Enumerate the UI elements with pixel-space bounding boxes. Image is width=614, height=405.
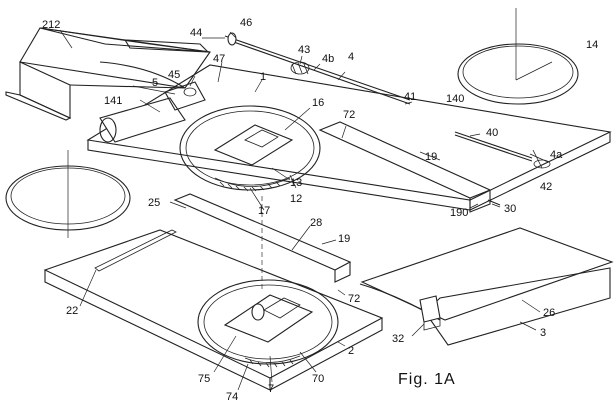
label-28: 28 [310, 217, 322, 229]
label-7: 7 [268, 383, 274, 395]
label-4: 4 [348, 51, 354, 63]
rod-40 [454, 131, 551, 169]
label-19-upper: 19 [425, 151, 437, 163]
turntable-upper [179, 105, 321, 192]
label-46: 46 [240, 17, 252, 29]
turntable-lower [197, 279, 339, 368]
label-3: 3 [540, 327, 546, 339]
label-72-upper: 72 [343, 109, 355, 121]
label-72-lower: 72 [348, 293, 360, 305]
label-44: 44 [190, 27, 202, 39]
label-17: 17 [258, 205, 270, 217]
label-30: 30 [504, 203, 516, 215]
label-190: 190 [450, 207, 468, 219]
base-plate-1 [86, 64, 612, 211]
label-40: 40 [486, 127, 498, 139]
rail-19-lower [173, 193, 352, 283]
tray-212 [5, 27, 211, 121]
label-5: 5 [152, 77, 158, 89]
label-26: 26 [543, 307, 555, 319]
label-4a: 4a [550, 149, 563, 161]
label-1: 1 [260, 71, 266, 83]
label-14: 14 [586, 39, 598, 51]
sheet-26 [359, 227, 614, 346]
label-32: 32 [392, 333, 404, 345]
label-13: 13 [290, 177, 302, 189]
label-4b: 4b [322, 53, 334, 65]
label-47: 47 [213, 53, 225, 65]
shaft-4 [224, 32, 411, 105]
label-41: 41 [404, 91, 416, 103]
label-43: 43 [298, 44, 310, 56]
label-75: 75 [198, 373, 210, 385]
reference-numerals: 212 44 46 47 43 4 4b 14 140 5 45 1 141 1… [42, 17, 598, 403]
label-70: 70 [312, 373, 324, 385]
label-22: 22 [66, 305, 78, 317]
leader-lines [59, 29, 541, 391]
figure-caption: Fig. 1A [398, 371, 456, 388]
ring-left [5, 150, 131, 238]
label-25: 25 [148, 197, 160, 209]
label-74: 74 [226, 391, 238, 403]
clip-32 [419, 295, 441, 331]
label-16: 16 [312, 97, 324, 109]
label-212: 212 [42, 19, 60, 31]
label-19-lower: 19 [338, 233, 350, 245]
label-12: 12 [290, 193, 302, 205]
base-plate-2 [43, 229, 384, 391]
label-141: 141 [104, 95, 122, 107]
label-42: 42 [540, 181, 552, 193]
label-2: 2 [348, 345, 354, 357]
label-45: 45 [168, 69, 180, 81]
rail-19 [318, 121, 501, 213]
label-140: 140 [446, 93, 464, 105]
ring-14 [457, 8, 579, 105]
motor-141 [99, 81, 206, 143]
